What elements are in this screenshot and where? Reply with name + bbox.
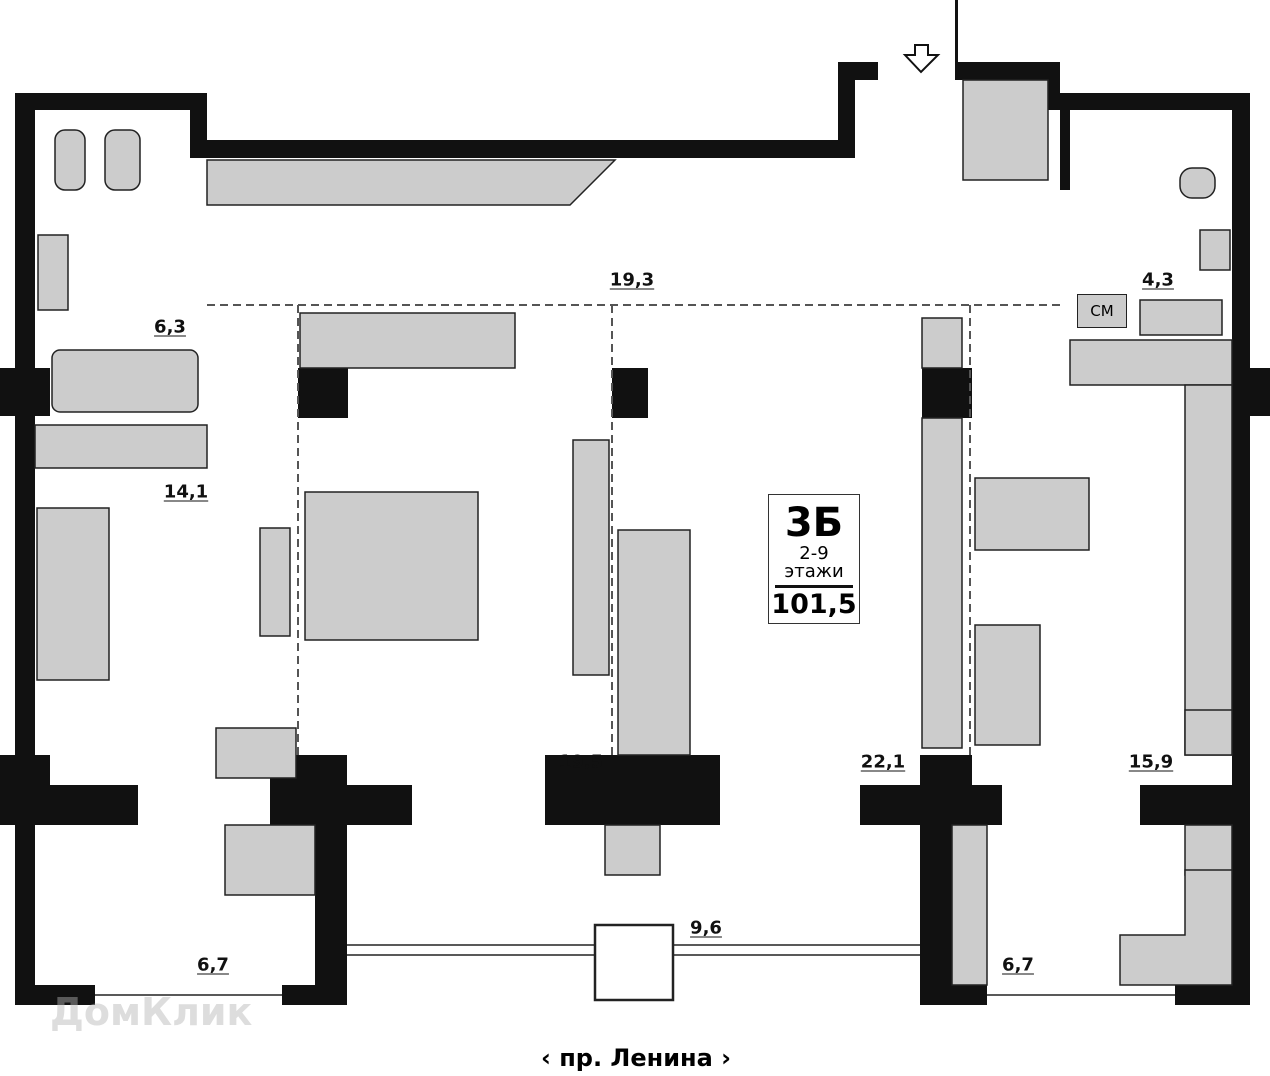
furniture [34, 79, 1233, 986]
toilet-right [1179, 167, 1216, 199]
balcony-armchair [224, 824, 316, 896]
street-label: ‹ пр. Ленина › [541, 1044, 731, 1072]
sinks [37, 234, 69, 311]
tv-stand-2 [572, 439, 610, 676]
watermark: ДомКлик [50, 990, 253, 1034]
chevron-left-icon: ‹ [540, 1044, 551, 1072]
kitchen-counter-side [1184, 384, 1233, 756]
dining-table [974, 477, 1090, 551]
street-name: пр. Ленина [559, 1044, 713, 1072]
balcony-cabinet [951, 824, 988, 986]
wardrobe-hall [206, 159, 617, 206]
sofa [617, 529, 691, 756]
kitchen-cabinet [1139, 299, 1223, 336]
room-area-balcony-right: 6,7 [1002, 954, 1034, 976]
room-area-bedroom-master: 19,5 [558, 751, 604, 773]
apartment-area: 101,5 [771, 589, 857, 620]
tv-stand-1 [259, 527, 291, 637]
windows [95, 923, 1175, 1002]
room-area-living-room: 22,1 [860, 751, 906, 773]
washing-machine: СМ [1077, 294, 1127, 328]
sink-right [1199, 229, 1231, 271]
room-area-bathroom-right: 4,3 [1142, 269, 1174, 291]
bathtub [51, 349, 199, 413]
desk [215, 727, 297, 779]
apartment-floors-label: этажи [775, 563, 853, 588]
fridge [1184, 709, 1233, 756]
corner-desk [1119, 869, 1233, 986]
wardrobe-bedroom [299, 312, 516, 369]
bidet [104, 129, 141, 191]
room-area-hallway: 19,3 [609, 269, 655, 291]
partitions [207, 304, 1060, 755]
toilet [54, 129, 86, 191]
walls [0, 0, 1270, 1005]
chevron-right-icon: › [721, 1044, 732, 1072]
bed-single [36, 507, 110, 681]
room-area-bedroom-left: 14,1 [163, 481, 209, 503]
armchair [974, 624, 1041, 746]
wall-unit [921, 417, 963, 749]
balcony-table [604, 824, 661, 876]
column [593, 923, 675, 1002]
wardrobe-entry [962, 79, 1049, 181]
apartment-floors: 2-9 [799, 543, 829, 564]
wardrobe-left [34, 424, 208, 469]
entrance-arrow-icon [902, 44, 941, 74]
kitchen-counter-top [1069, 339, 1233, 386]
room-area-kitchen: 15,9 [1128, 751, 1174, 773]
room-area-loggia: 9,6 [690, 917, 722, 939]
room-area-balcony-left: 6,7 [197, 954, 229, 976]
bed-double [304, 491, 479, 641]
room-area-bathroom-left: 6,3 [154, 316, 186, 338]
apartment-badge: 3Б 2-9 этажи 101,5 [768, 494, 860, 624]
apartment-type: 3Б [784, 500, 844, 546]
